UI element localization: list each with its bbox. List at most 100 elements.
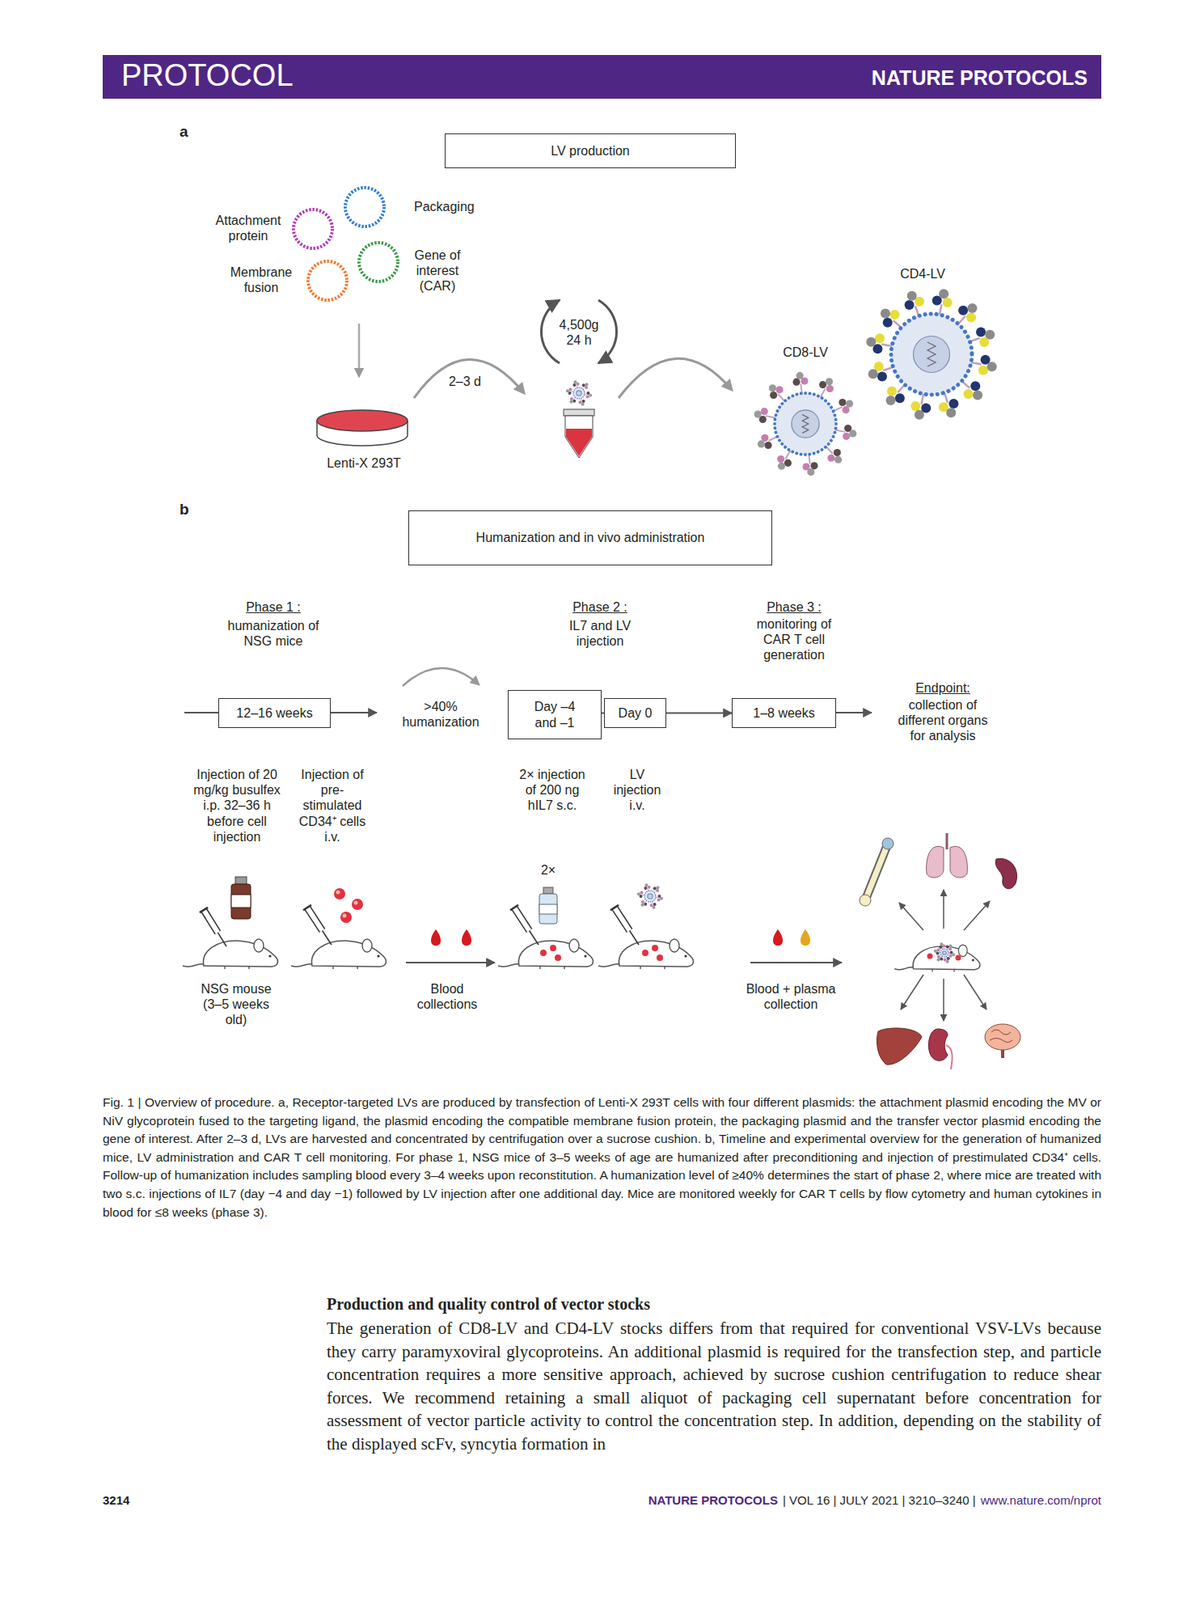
organ-arrow [942, 978, 945, 1021]
glycoprotein-head [951, 952, 955, 956]
glycoprotein-head [910, 401, 921, 411]
plasmid-ring [293, 209, 333, 249]
glycoprotein-head [657, 897, 661, 901]
centrifuge-tube [566, 428, 592, 457]
glycoprotein-spike [777, 393, 785, 402]
dose-label: 2× [532, 861, 565, 878]
box-text: Day –4 and –1 [522, 698, 588, 730]
syringe-barrel [614, 907, 630, 931]
glycoprotein-head [754, 410, 762, 419]
glycoprotein-spike [940, 955, 942, 957]
glycoprotein-head [975, 327, 986, 338]
glycoprotein-head [806, 468, 815, 476]
glycoprotein-head [946, 944, 950, 948]
glycoprotein-head [938, 288, 949, 299]
glycoprotein-head [641, 899, 645, 904]
vector-membrane [644, 890, 656, 902]
mouse-figure [894, 944, 981, 972]
glycoprotein-head [963, 388, 974, 399]
glycoprotein-head [880, 308, 891, 319]
mouse-label: NSG mouse (3–5 weeks old) [198, 980, 274, 1028]
vector-envelope [573, 387, 585, 399]
flow-arrow [618, 358, 732, 398]
mouse-figure [598, 938, 693, 969]
glycoprotein-head [584, 385, 588, 389]
glycoprotein-head [987, 361, 997, 372]
step-label: 2–3 d [440, 373, 490, 389]
glycoprotein-head [573, 380, 577, 384]
glycoprotein-spike [920, 393, 924, 405]
lung-organ [926, 845, 944, 878]
glycoprotein-spike [939, 304, 943, 315]
phase-heading: Phase 1 : [224, 599, 322, 615]
glycoprotein-head [889, 309, 900, 320]
flow-arrow [405, 961, 495, 964]
glycoprotein-head [972, 389, 983, 400]
human-cell [955, 954, 962, 961]
timeline-box: Day 0 [604, 697, 667, 728]
flow-arrow [405, 961, 842, 964]
glycoprotein-head [842, 432, 850, 440]
title-box: LV production [444, 133, 736, 169]
glycoprotein-head [569, 400, 573, 404]
vector-label: CD8-LV [768, 344, 842, 360]
glycoprotein-head [760, 407, 769, 415]
glycoprotein-head [643, 902, 647, 906]
timeline-line [330, 711, 377, 714]
syringe-needle [322, 930, 332, 945]
timeline-line [836, 711, 872, 714]
syringe-plunger [510, 904, 519, 911]
organ-arrow [900, 974, 924, 1010]
vector-genome [802, 414, 809, 434]
human-cell [651, 944, 659, 951]
vector-envelope [644, 890, 656, 902]
box-text: 12–16 weeks [236, 705, 313, 721]
glycoprotein-head [655, 888, 660, 892]
glycoprotein-spike [584, 393, 588, 396]
syringe-plunger [303, 904, 312, 911]
glycoprotein-head [643, 886, 647, 890]
glycoprotein-head [659, 896, 664, 900]
footer-line: NATURE PROTOCOLS| VOL 16 | JULY 2021 | 3… [648, 1492, 1102, 1508]
busulfex-vial [235, 876, 247, 884]
bone-organ [882, 837, 894, 850]
busulfex-vial [231, 894, 251, 908]
plasmid-ring [345, 187, 385, 227]
glycoprotein-head [764, 441, 773, 449]
petri-dish [316, 409, 408, 431]
timeline-connector [666, 712, 732, 714]
lung-organ [926, 832, 968, 878]
glycoprotein-head [644, 882, 648, 887]
glycoprotein-head [937, 954, 941, 959]
mouse-figure [182, 938, 278, 969]
lentiviral-vector [754, 371, 858, 476]
glycoprotein-head [907, 291, 917, 301]
syringe-barrel [307, 907, 323, 931]
centrifuge-label: 4,500g 24 h [555, 316, 603, 348]
cd34-cell [354, 900, 359, 905]
glycoprotein-head [588, 393, 592, 398]
vector-capsid [791, 409, 820, 438]
glycoprotein-head [769, 391, 778, 399]
organ-arrow [942, 889, 945, 929]
glycoprotein-head [775, 385, 783, 393]
glycoprotein-head [936, 947, 940, 951]
glycoprotein-head [653, 886, 657, 890]
glycoprotein-head [819, 380, 827, 389]
syringe-needle [629, 930, 639, 945]
human-cell [540, 949, 547, 956]
glycoprotein-head [637, 891, 641, 896]
organ-arrow [899, 902, 924, 930]
glycoprotein-head [868, 368, 879, 379]
glycoprotein-head [966, 312, 976, 322]
step-note: Injection of pre-stimulated CD34⁺ cells … [296, 766, 368, 845]
glycoprotein-head [582, 383, 586, 387]
glycoprotein-head [939, 957, 943, 961]
glycoprotein-head [570, 397, 574, 401]
vector-membrane [573, 387, 585, 399]
journal-section: PROTOCOL [121, 59, 294, 93]
glycoprotein-head [866, 337, 876, 347]
syringe [510, 904, 539, 945]
body-paragraph: The generation of CD8-LV and CD4-LV stoc… [326, 1316, 1102, 1456]
brain-organ [984, 1023, 1021, 1050]
